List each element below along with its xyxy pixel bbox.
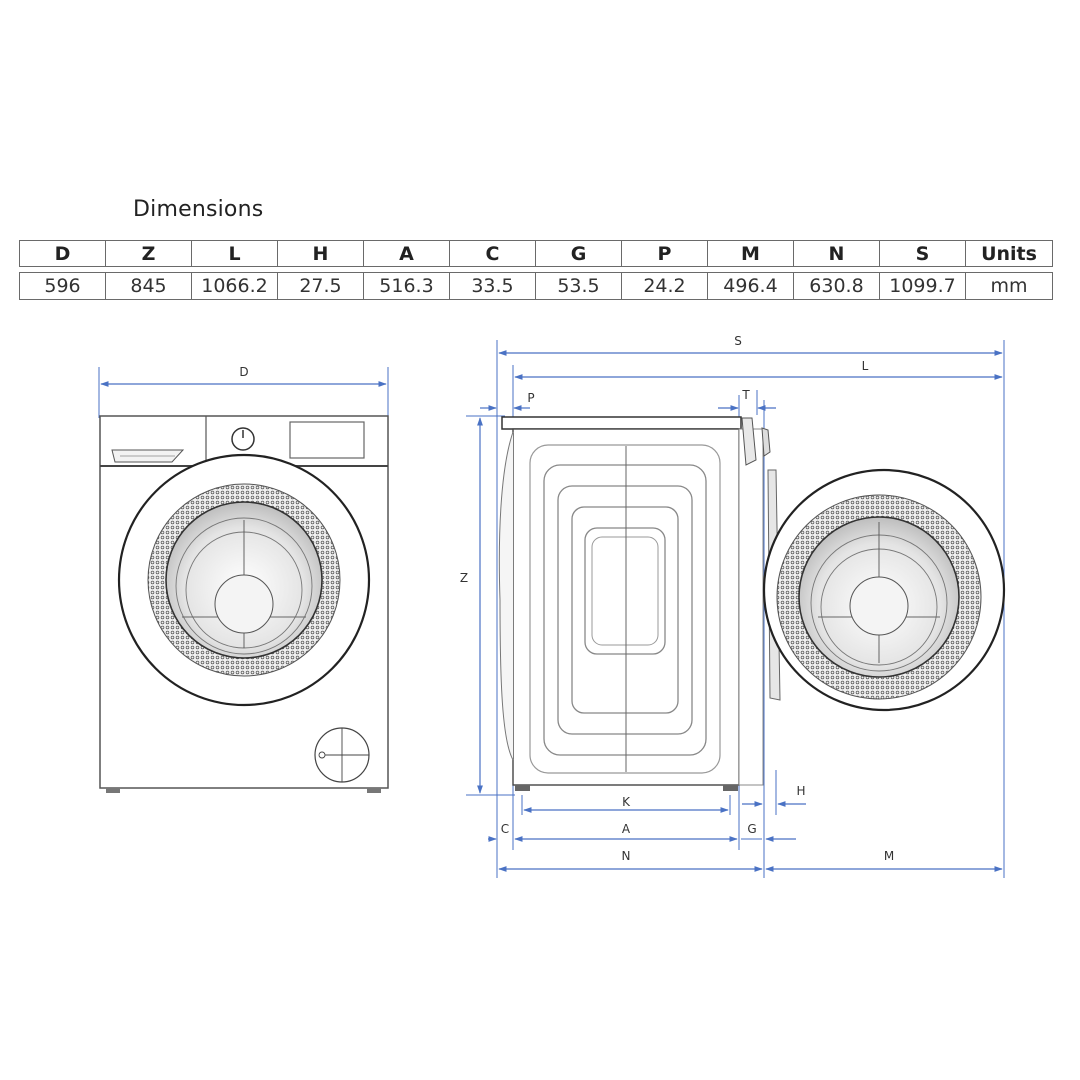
dim-label-t: T: [741, 388, 750, 402]
dimensions-header-row: D Z L H A C G P M N S Units: [19, 240, 1053, 267]
dim-label-h: H: [796, 784, 805, 798]
value-cell-g: 53.5: [536, 273, 622, 299]
dim-label-l: L: [862, 359, 869, 373]
dim-label-p: P: [527, 391, 534, 405]
display-panel: [289, 421, 365, 459]
dimensions-values-row: 596 845 1066.2 27.5 516.3 33.5 53.5 24.2…: [19, 272, 1053, 300]
header-cell-m: M: [708, 241, 794, 266]
dim-label-a: A: [622, 822, 631, 836]
header-cell-d: D: [20, 241, 106, 266]
value-cell-n: 630.8: [794, 273, 880, 299]
dim-label-m: M: [884, 849, 894, 863]
header-cell-z: Z: [106, 241, 192, 266]
value-cell-c: 33.5: [450, 273, 536, 299]
header-cell-units: Units: [981, 242, 1037, 265]
value-cell-units: mm: [990, 275, 1028, 297]
dim-label-k: K: [622, 795, 631, 809]
header-cell-s: S: [880, 241, 966, 266]
header-cell-c: C: [450, 241, 536, 266]
program-knob-icon: [231, 427, 255, 451]
value-cell-a: 516.3: [364, 273, 450, 299]
header-cell-h: H: [278, 241, 364, 266]
header-cell-p: P: [622, 241, 708, 266]
value-cell-z: 845: [106, 273, 192, 299]
front-view-washer: D: [98, 365, 389, 793]
dim-label-z: Z: [460, 571, 468, 585]
value-cell-p: 24.2: [622, 273, 708, 299]
dim-label-n: N: [622, 849, 631, 863]
header-cell-l: L: [192, 241, 278, 266]
value-cell-d: 596: [20, 273, 106, 299]
value-cell-h: 27.5: [278, 273, 364, 299]
dim-label-s: S: [734, 334, 742, 348]
side-view-washer: S L P T Z K H C A G: [460, 334, 1006, 878]
value-cell-m: 496.4: [708, 273, 794, 299]
dim-label-g: G: [747, 822, 756, 836]
page-title: Dimensions: [133, 197, 264, 222]
value-cell-s: 1099.7: [880, 273, 966, 299]
dim-label-c: C: [501, 822, 509, 836]
value-cell-l: 1066.2: [192, 273, 278, 299]
header-cell-n: N: [794, 241, 880, 266]
header-cell-a: A: [364, 241, 450, 266]
dim-label-d: D: [239, 365, 248, 379]
header-cell-g: G: [536, 241, 622, 266]
